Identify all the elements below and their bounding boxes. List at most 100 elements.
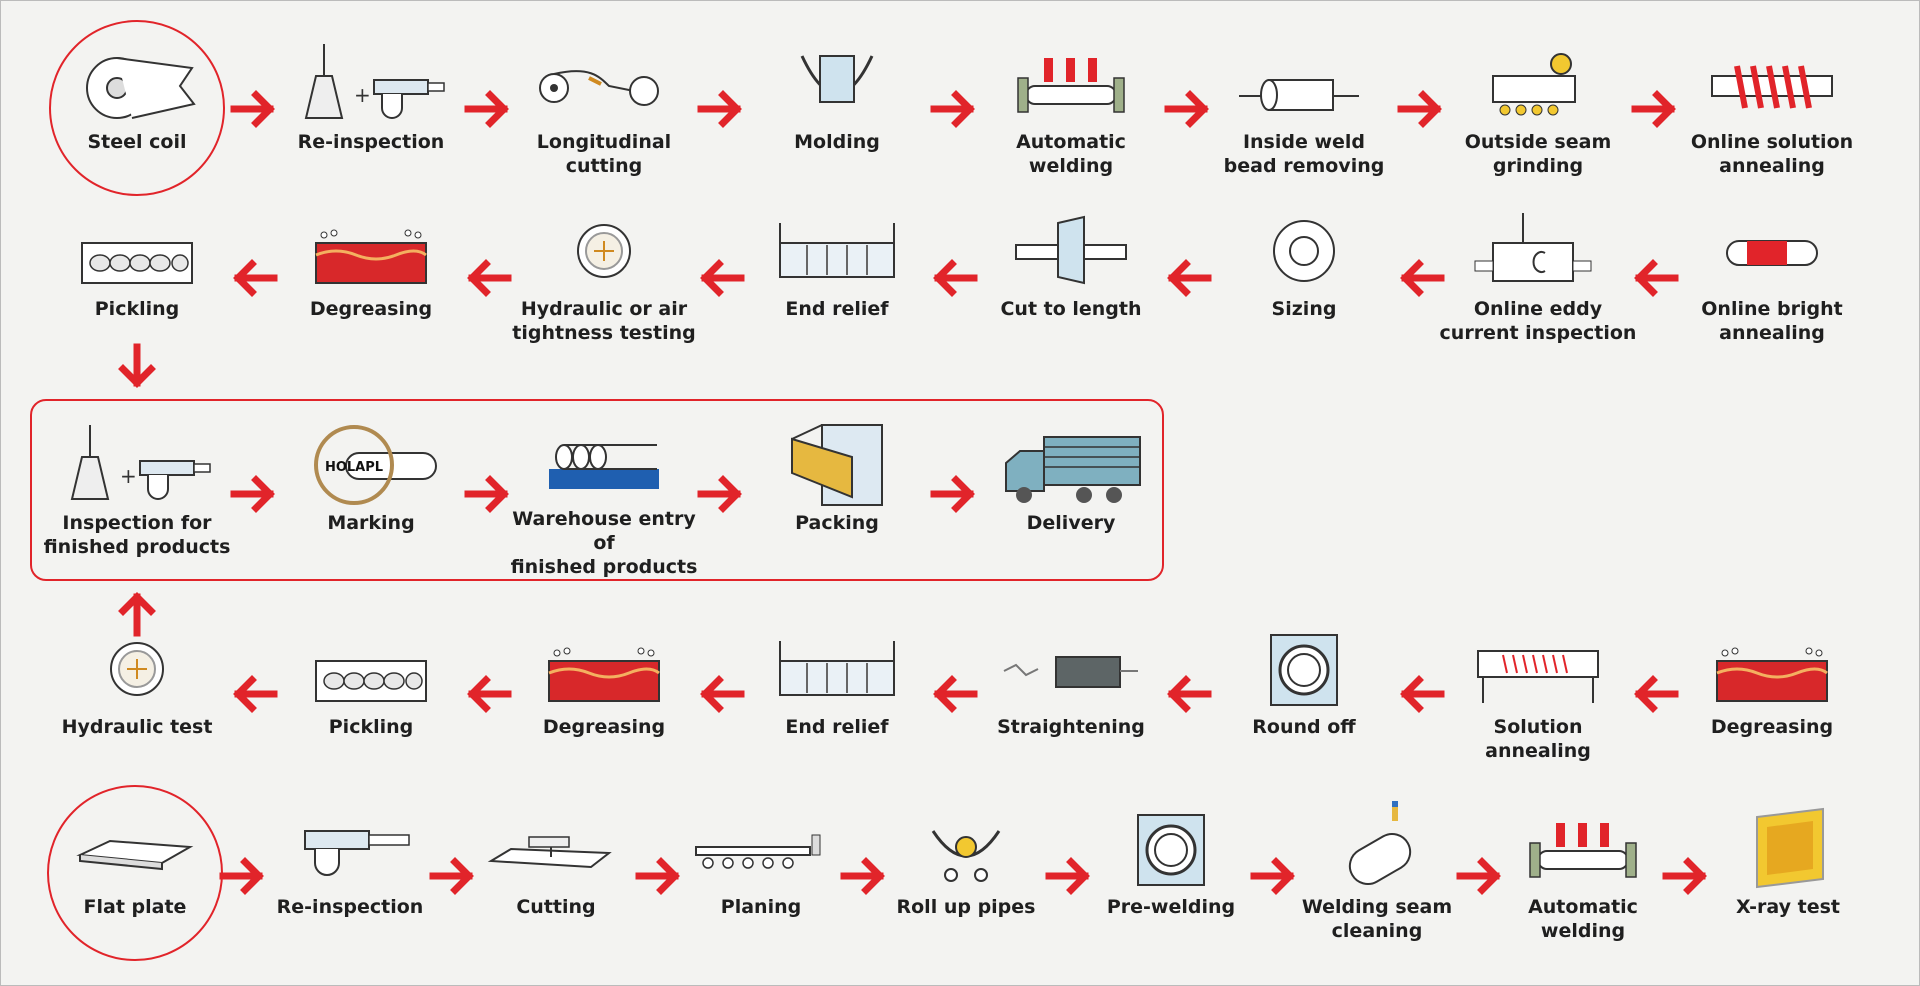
step-label: Roll up pipes [896,896,1036,918]
step-label: Straightening [997,716,1145,738]
right-arrow-icon [1456,852,1504,900]
step-label: End relief [785,716,889,738]
end-relief-icon [747,613,927,711]
process-step: Pre-welding [1071,793,1271,963]
left-arrow-icon [697,670,745,718]
process-step: Re-inspection [250,793,450,963]
process-step: Online bright annealing [1672,195,1872,365]
left-arrow-icon [464,254,512,302]
process-step: Degreasing [271,195,471,365]
step-label: Pre-welding [1106,896,1236,918]
step-label: Degreasing [542,716,666,738]
step-label: Pickling [94,298,180,320]
process-step: Automatic welding [1483,793,1683,963]
step-label: Pickling [328,716,414,738]
process-step: Warehouse entry of finished products [504,409,704,579]
brand-marking-text: HOLAPL [325,460,383,475]
cut-disk-icon [981,195,1161,293]
process-step: Hydraulic test [37,613,237,783]
process-step: Automatic welding [971,28,1171,198]
process-step: Inside weld bead removing [1204,28,1404,198]
left-arrow-icon [930,670,978,718]
right-arrow-icon [1045,852,1093,900]
degreasing-tank-icon [514,613,694,711]
step-label: Automatic welding [1016,131,1126,177]
step-label: Planing [720,896,802,918]
step-label: Inside weld bead removing [1223,131,1385,177]
right-arrow-icon [635,852,683,900]
left-arrow-icon [697,254,745,302]
step-label: Cut to length [1000,298,1142,320]
process-step: + Inspection for finished products [37,409,237,579]
right-arrow-icon [464,85,512,133]
process-step: Packing [737,409,937,579]
right-arrow-icon [697,85,745,133]
left-arrow-icon [1397,670,1445,718]
roll-up-icon [876,793,1056,891]
process-step: HOLAPL Marking [271,409,471,579]
step-label: Delivery [1026,512,1116,534]
step-label: Marking [327,512,415,534]
left-arrow-icon [930,254,978,302]
process-step: Hydraulic or air tightness testing [504,195,704,365]
process-step: Degreasing [504,613,704,783]
process-step: Round off [1204,613,1404,783]
pickling-tank-icon [47,195,227,293]
flask-caliper-icon: + [47,409,227,507]
left-arrow-icon [1631,670,1679,718]
step-label: Online solution annealing [1690,131,1854,177]
left-arrow-icon [1164,254,1212,302]
process-step: Solution annealing [1438,613,1638,783]
left-arrow-icon [1397,254,1445,302]
warehouse-pipes-icon [514,409,694,503]
degreasing-tank-icon [281,195,461,293]
process-step: Planing [661,793,861,963]
process-step: Cutting [456,793,656,963]
svg-text:+: + [354,83,371,107]
process-step: Straightening [971,613,1171,783]
round-off-icon [1214,613,1394,711]
process-step: Cut to length [971,195,1171,365]
step-label: Hydraulic or air tightness testing [512,298,696,344]
right-arrow-icon [219,852,267,900]
step-label: Cutting [516,896,596,918]
step-label: Packing [795,512,879,534]
step-label: End relief [785,298,889,320]
xray-icon [1698,793,1878,891]
right-arrow-icon [697,470,745,518]
welding-torch-icon [1493,793,1673,891]
step-label: Automatic welding [1528,896,1638,942]
right-arrow-icon [1250,852,1298,900]
truck-icon [981,409,1161,507]
flask-caliper-icon: + [281,28,461,126]
left-arrow-icon [230,670,278,718]
step-label: Solution annealing [1485,716,1591,762]
process-step: Online solution annealing [1672,28,1872,198]
process-step: Sizing [1204,195,1404,365]
left-arrow-icon [464,670,512,718]
step-label: Degreasing [309,298,433,320]
step-label: Hydraulic test [61,716,213,738]
step-label: Inspection for finished products [43,512,231,558]
step-label: Online bright annealing [1701,298,1843,344]
finished-products-group-frame [30,399,1164,581]
marking-icon: HOLAPL [281,409,461,507]
left-arrow-icon [230,254,278,302]
end-relief-icon [747,195,927,293]
step-label: X-ray test [1736,896,1840,918]
start-circle-frame [47,785,223,961]
round-off-icon [1081,793,1261,891]
induction-coil-icon [1682,28,1862,126]
packing-box-icon [747,409,927,507]
process-step: Pickling [37,195,237,365]
step-label: Re-inspection [276,896,424,918]
planing-icon [671,793,851,891]
sizing-ring-icon [1214,195,1394,293]
process-step: Roll up pipes [866,793,1066,963]
step-label: Re-inspection [297,131,445,153]
right-arrow-icon [930,470,978,518]
process-step: Online eddy current inspection [1438,195,1638,365]
step-label: Molding [794,131,880,153]
step-label: Online eddy current inspection [1439,298,1637,344]
right-arrow-icon [1164,85,1212,133]
